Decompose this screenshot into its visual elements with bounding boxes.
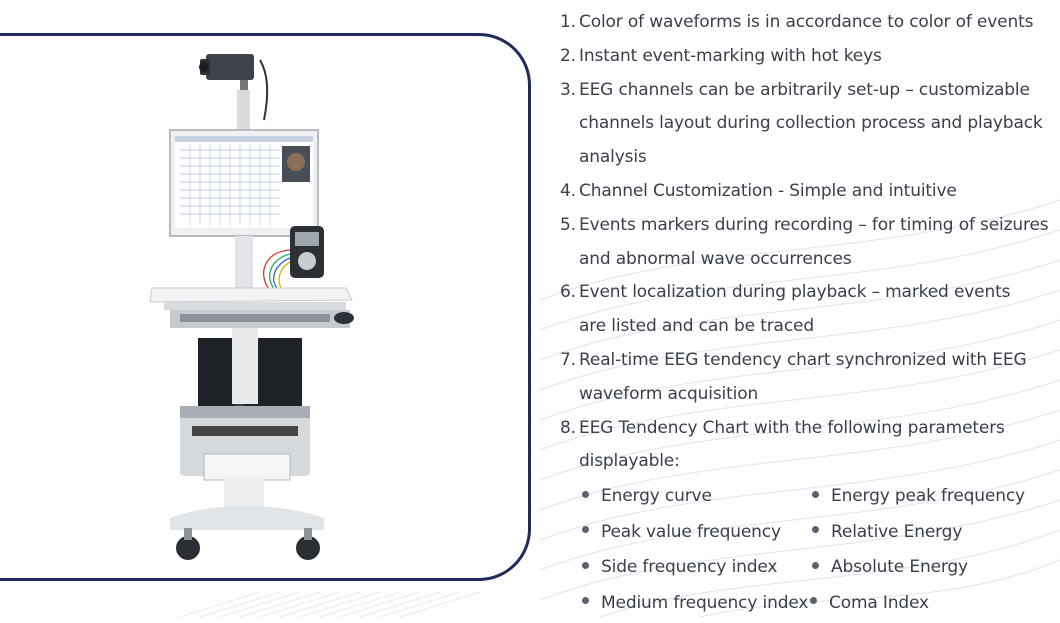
- feature-text: Events markers during recording – for ti…: [579, 214, 1049, 235]
- feature-item-6: 6.Event localization during playback – m…: [560, 276, 1055, 344]
- feature-text: Event localization during playback – mar…: [579, 282, 1011, 303]
- feature-number: 3.: [560, 79, 576, 100]
- feature-line: 4.Channel Customization - Simple and int…: [560, 175, 1055, 209]
- feature-line: 7.Real-time EEG tendency chart synchroni…: [560, 344, 1055, 378]
- feature-text: Real-time EEG tendency chart synchronize…: [579, 349, 1027, 370]
- feature-text: EEG Tendency Chart with the following pa…: [579, 417, 1005, 438]
- parameter-item: Peak value frequency: [582, 515, 781, 550]
- feature-line: are listed and can be traced: [579, 316, 814, 337]
- feature-number: 8.: [560, 417, 576, 438]
- feature-text: Instant event-marking with hot keys: [579, 45, 882, 66]
- parameter-item: Side frequency index: [582, 550, 778, 585]
- parameter-item: Medium frequency index: [582, 586, 808, 621]
- bullet-icon: [582, 526, 589, 534]
- bullet-icon: [582, 597, 589, 605]
- bullet-icon: [812, 561, 819, 569]
- feature-item-8: 8.EEG Tendency Chart with the following …: [560, 412, 1055, 480]
- feature-line: 3.EEG channels can be arbitrarily set-up…: [560, 74, 1055, 108]
- bullet-icon: [812, 526, 819, 534]
- parameter-label: Energy curve: [601, 486, 712, 507]
- feature-line: waveform acquisition: [579, 383, 759, 404]
- feature-item-3: 3.EEG channels can be arbitrarily set-up…: [560, 74, 1055, 175]
- parameter-label: Peak value frequency: [601, 521, 781, 542]
- feature-number: 5.: [560, 214, 576, 235]
- feature-line: displayable:: [579, 451, 680, 472]
- bullet-icon: [582, 490, 589, 498]
- feature-number: 1.: [560, 12, 576, 32]
- feature-text: Channel Customization - Simple and intui…: [579, 180, 957, 201]
- feature-line: 6.Event localization during playback – m…: [560, 276, 1055, 310]
- feature-list: 1.Color of waveforms is in accordance to…: [560, 6, 1055, 623]
- parameter-item: Relative Energy: [812, 515, 962, 550]
- eeg-trolley-image: [149, 54, 354, 560]
- feature-number: 7.: [560, 349, 576, 370]
- parameter-label: Coma Index: [829, 592, 929, 613]
- feature-line: 5.Events markers during recording – for …: [560, 209, 1055, 243]
- parameter-label: Absolute Energy: [831, 557, 968, 578]
- parameter-label: Relative Energy: [831, 521, 963, 542]
- feature-number: 4.: [560, 180, 576, 201]
- feature-item-7: 7.Real-time EEG tendency chart synchroni…: [560, 344, 1055, 412]
- feature-line: 8.EEG Tendency Chart with the following …: [560, 412, 1055, 446]
- bullet-icon: [810, 597, 817, 605]
- bullet-icon: [812, 490, 819, 498]
- parameter-label: Medium frequency index: [601, 592, 809, 613]
- feature-line: 2.Instant event-marking with hot keys: [560, 40, 1055, 74]
- feature-item-1: 1.Color of waveforms is in accordance to…: [560, 6, 1055, 40]
- feature-text: Color of waveforms is in accordance to c…: [579, 12, 1034, 32]
- feature-number: 2.: [560, 45, 576, 66]
- parameter-item: Energy peak frequency: [812, 479, 1025, 514]
- parameter-item: Absolute Energy: [812, 550, 968, 585]
- feature-text: EEG channels can be arbitrarily set-up –…: [579, 79, 1030, 100]
- feature-number: 6.: [560, 282, 576, 303]
- feature-line: and abnormal wave occurrences: [579, 248, 852, 269]
- feature-item-4: 4.Channel Customization - Simple and int…: [560, 175, 1055, 209]
- feature-line: channels layout during collection proces…: [579, 113, 1043, 134]
- parameter-item: Energy curve: [582, 479, 712, 514]
- parameter-label: Side frequency index: [601, 557, 778, 578]
- feature-item-2: 2.Instant event-marking with hot keys: [560, 40, 1055, 74]
- parameter-label: Energy peak frequency: [831, 486, 1025, 507]
- parameter-item: Coma Index: [810, 586, 929, 621]
- feature-line: 1.Color of waveforms is in accordance to…: [560, 6, 1055, 40]
- feature-line: analysis: [579, 147, 647, 168]
- feature-item-5: 5.Events markers during recording – for …: [560, 209, 1055, 277]
- bullet-icon: [582, 561, 589, 569]
